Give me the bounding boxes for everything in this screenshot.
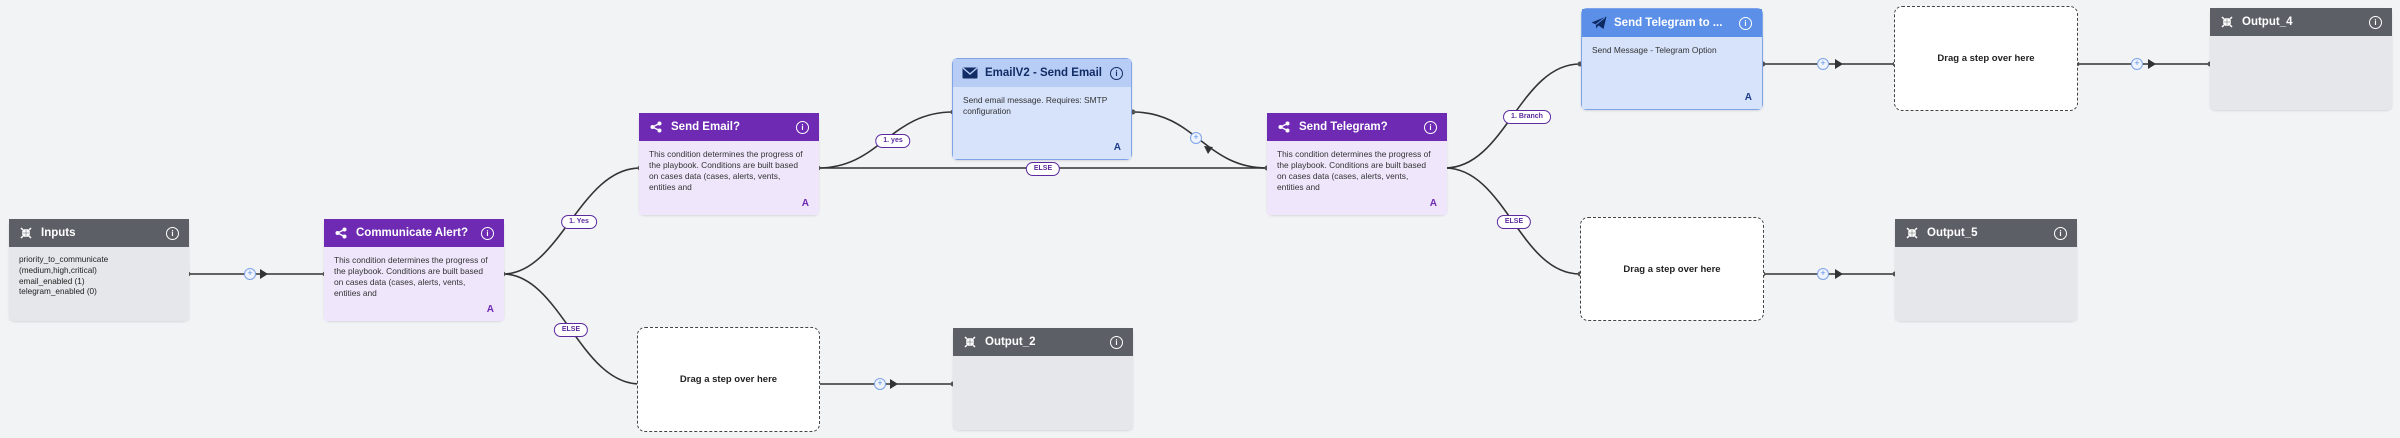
add-step-button[interactable]: + (874, 378, 886, 390)
node-body: Send email message. Requires: SMTP confi… (953, 87, 1131, 159)
output-node-5[interactable]: Output_5 i (1895, 219, 2077, 321)
arrowhead (890, 379, 898, 389)
node-title: Output_2 (985, 336, 1036, 348)
info-icon[interactable]: i (1424, 120, 1437, 134)
output-node-2[interactable]: Output_2 i (953, 328, 1133, 430)
add-step-button[interactable]: + (1817, 268, 1829, 280)
node-header: Output_2 i (953, 328, 1133, 356)
node-title: Send Telegram to ... (1614, 17, 1723, 29)
node-header: Inputs i (9, 219, 189, 247)
collapse-arrows-icon (19, 226, 33, 240)
automatic-badge: A (1113, 142, 1121, 153)
info-icon[interactable]: i (796, 120, 809, 134)
node-body: This condition determines the progress o… (1267, 141, 1447, 215)
add-step-button[interactable]: + (1190, 132, 1202, 144)
automatic-badge: A (801, 198, 809, 209)
node-header: Communicate Alert? i (324, 219, 504, 247)
node-header: EmailV2 - Send Email i (953, 59, 1131, 87)
info-icon[interactable]: i (481, 226, 494, 240)
info-icon[interactable]: i (1109, 66, 1123, 80)
node-body: priority_to_communicate (medium,high,cri… (9, 247, 189, 321)
node-body (1895, 247, 2077, 321)
input-param: priority_to_communicate (19, 255, 109, 264)
add-step-button[interactable]: + (244, 268, 256, 280)
add-step-button[interactable]: + (1817, 58, 1829, 70)
condition-node-send-telegram[interactable]: Send Telegram? i This condition determin… (1267, 113, 1447, 215)
action-node-send-email[interactable]: EmailV2 - Send Email i Send email messag… (952, 58, 1132, 160)
drop-zone[interactable]: Drag a step over here (1894, 6, 2078, 111)
branch-label-yes[interactable]: 1. Yes (561, 215, 597, 229)
envelope-icon (962, 66, 978, 80)
branch-icon (649, 120, 663, 134)
automatic-badge: A (486, 304, 494, 315)
add-step-button[interactable]: + (2131, 58, 2143, 70)
node-body: This condition determines the progress o… (639, 141, 819, 215)
node-body: This condition determines the progress o… (324, 247, 504, 321)
automatic-badge: A (1744, 92, 1752, 103)
node-title: Send Email? (671, 121, 741, 133)
arrowhead (1835, 59, 1843, 69)
node-title: Inputs (41, 227, 76, 239)
node-description: This condition determines the progress o… (334, 255, 488, 298)
input-param: email_enabled (1) (19, 276, 85, 286)
automatic-badge: A (1429, 198, 1437, 209)
condition-node-communicate-alert[interactable]: Communicate Alert? i This condition dete… (324, 219, 504, 321)
node-header: Output_4 i (2210, 8, 2392, 36)
node-title: Send Telegram? (1299, 121, 1388, 133)
node-title: Output_5 (1927, 227, 1978, 239)
node-body: Send Message - Telegram Option A (1582, 37, 1762, 109)
info-icon[interactable]: i (166, 226, 179, 240)
node-body (2210, 36, 2392, 110)
arrowhead (2148, 59, 2156, 69)
node-description: This condition determines the progress o… (649, 149, 803, 192)
info-icon[interactable]: i (2369, 15, 2382, 29)
info-icon[interactable]: i (1739, 16, 1752, 30)
condition-node-send-email[interactable]: Send Email? i This condition determines … (639, 113, 819, 215)
inputs-node[interactable]: Inputs i priority_to_communicate (medium… (9, 219, 189, 321)
branch-label-else[interactable]: ELSE (1025, 162, 1061, 176)
output-node-4[interactable]: Output_4 i (2210, 8, 2392, 110)
input-param: telegram_enabled (0) (19, 287, 97, 297)
input-param: (medium,high,critical) (19, 265, 97, 275)
node-description: This condition determines the progress o… (1277, 149, 1431, 192)
info-icon[interactable]: i (1110, 335, 1123, 349)
collapse-arrows-icon (2220, 15, 2234, 29)
node-header: Send Telegram? i (1267, 113, 1447, 141)
node-header: Output_5 i (1895, 219, 2077, 247)
node-body (953, 356, 1133, 430)
node-header: Send Telegram to ... i (1582, 9, 1762, 37)
node-title: Communicate Alert? (356, 227, 469, 239)
arrowhead (1204, 146, 1213, 154)
node-title: Output_4 (2242, 16, 2293, 28)
arrowhead (260, 269, 268, 279)
output-port[interactable] (1130, 109, 1136, 115)
collapse-arrows-icon (1905, 226, 1919, 240)
node-description: Send email message. Requires: SMTP confi… (963, 95, 1108, 116)
collapse-arrows-icon (963, 335, 977, 349)
arrowhead (1835, 269, 1843, 279)
branch-label-branch[interactable]: 1. Branch (1503, 110, 1551, 124)
drop-zone[interactable]: Drag a step over here (1580, 217, 1764, 321)
branch-icon (1277, 120, 1291, 134)
node-header: Send Email? i (639, 113, 819, 141)
action-node-send-telegram[interactable]: Send Telegram to ... i Send Message - Te… (1581, 8, 1763, 110)
branch-label-yes[interactable]: 1. yes (875, 134, 911, 148)
branch-label-else[interactable]: ELSE (1496, 215, 1532, 229)
node-title: EmailV2 - Send Email (985, 67, 1102, 79)
info-icon[interactable]: i (2054, 226, 2067, 240)
drop-zone[interactable]: Drag a step over here (637, 327, 820, 432)
branch-icon (334, 226, 348, 240)
input-port[interactable] (1577, 61, 1583, 67)
node-description: Send Message - Telegram Option (1592, 45, 1717, 55)
branch-label-else[interactable]: ELSE (553, 323, 589, 337)
output-port[interactable] (1760, 61, 1766, 67)
paper-plane-icon (1591, 16, 1607, 30)
